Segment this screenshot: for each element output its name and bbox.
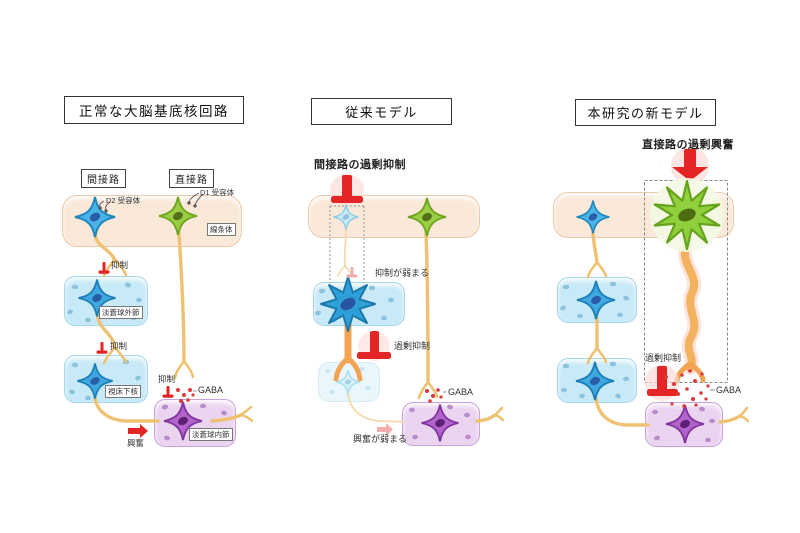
panel1-title: 正常な大脳基底核回路: [64, 96, 244, 124]
p3-gpi-spots: [652, 406, 715, 443]
p1-gpe-label: 淡蒼球外節: [99, 306, 143, 319]
p3-excess-excitation-arrow-icon: [672, 149, 708, 181]
p1-stn-label: 視床下核: [105, 385, 141, 398]
p1-gpi-label: 淡蒼球内節: [189, 428, 233, 441]
p1-stn-neuron: [76, 362, 114, 400]
p1-inhibition-label-3: 抑制: [158, 374, 176, 384]
p2-gpi-spots: [409, 404, 471, 440]
p1-excitation-icon: [128, 424, 148, 438]
p2-direct-axon: [417, 230, 505, 423]
p2-striatal-d2-neuron-faded: [332, 203, 360, 231]
p1-gaba-label: GABA: [198, 385, 224, 395]
p1-d1-receptor-label: D1 受容体: [200, 188, 235, 197]
p1-inhibition-icon-gpe: [98, 262, 110, 274]
p1-direct-pathway-label: 直接路: [169, 169, 214, 188]
p2-gpe-hyperactive-neuron: [320, 276, 376, 332]
p2-gaba-label: GABA: [448, 387, 474, 397]
p1-inhibition-icon-stn: [96, 342, 108, 354]
p2-gpi-neuron: [420, 403, 460, 443]
p1-d2-receptor-label: D2 受容体: [106, 196, 141, 205]
p1-striatal-d2-neuron: [74, 196, 116, 238]
p3-excess-inhibition-tbar-icon: [647, 366, 678, 396]
p2-stn-spots-faded: [325, 367, 371, 394]
p1-gaba-dots-icon: [176, 388, 195, 403]
p2-excess-inhibition-mid-tbar-icon: [357, 331, 391, 359]
p1-indirect-pathway-label: 間接路: [81, 169, 126, 188]
p1-receptor-marks: [98, 192, 204, 213]
p3-indirect-axons: [586, 231, 750, 427]
p3-gpi-neuron: [665, 404, 705, 444]
p2-striatal-d1-neuron: [407, 197, 447, 237]
panel3-title: 本研究の新モデル: [575, 99, 716, 126]
p3-excess-inhibition-label: 過剰抑制: [645, 353, 682, 363]
p3-gaba-dots-icon: [664, 369, 710, 408]
p2-gaba-dots-icon: [425, 388, 443, 403]
p3-striatal-d2-neuron: [575, 199, 611, 235]
p3-hyperactive-d1-neuron: [653, 179, 721, 251]
p1-inhibition-icon-gpi: [162, 386, 174, 398]
p2-excess-inhibition-tbar-icon: [331, 175, 363, 203]
p2-excess-inhibition-label: 過剰抑制: [394, 341, 431, 351]
panel2-title: 従来モデル: [311, 98, 452, 125]
p3-gaba-label: GABA: [716, 385, 742, 395]
p3-cell-spots: [560, 281, 629, 399]
p2-faded-axon: [337, 229, 405, 423]
p3-gpe-neuron: [576, 280, 616, 320]
p2-top-annotation: 間接路の過剰抑制: [314, 159, 406, 171]
p2-stn-neuron-faded: [335, 369, 361, 395]
p1-axons: [93, 231, 254, 423]
p2-weak-excitation-icon: [377, 423, 393, 436]
p1-inhibition-label-1: 抑制: [111, 260, 129, 270]
p1-inhibition-label-2: 抑制: [110, 341, 128, 351]
p1-striatum-label: 線条体: [207, 223, 236, 236]
p3-stn-neuron: [575, 361, 615, 401]
p2-weak-inhibition-label: 抑制が弱まる: [375, 268, 430, 278]
p1-gpe-neuron: [77, 278, 117, 318]
p2-weak-excitation-label: 興奮が弱まる: [353, 434, 408, 444]
p1-striatal-d1-neuron: [158, 196, 198, 236]
p2-weak-inhibition-icon: [346, 267, 358, 278]
p1-excitation-label: 興奮: [127, 438, 145, 448]
p3-top-annotation: 直接路の過剰興奮: [642, 139, 734, 151]
p1-gpi-neuron: [163, 401, 203, 441]
